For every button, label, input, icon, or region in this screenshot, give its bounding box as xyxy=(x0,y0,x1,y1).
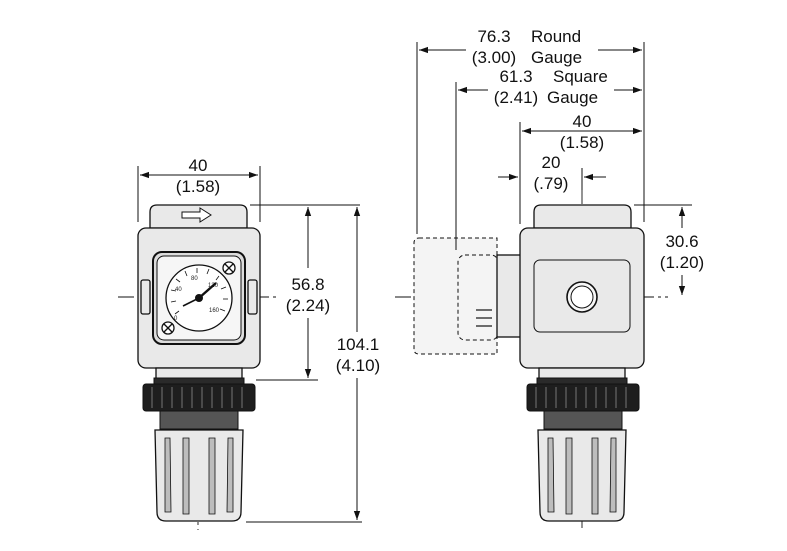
square-gauge-label-1: Square xyxy=(553,67,608,86)
side-width-in: (1.58) xyxy=(560,133,604,152)
front-stem xyxy=(159,410,239,430)
round-gauge-mm: 76.3 xyxy=(477,27,510,46)
screw-icon xyxy=(161,321,175,335)
side-body-recess xyxy=(533,259,631,333)
gauge-scale-160: 160 xyxy=(209,308,220,314)
gauge-scale-80: 80 xyxy=(191,276,198,282)
flow-arrow-icon xyxy=(181,207,212,223)
front-right-port-boss xyxy=(247,279,258,315)
side-top-cap xyxy=(533,204,632,229)
side-lock-nut xyxy=(526,383,640,412)
front-left-port-boss xyxy=(140,279,151,315)
front-adjusting-knob xyxy=(154,429,244,522)
front-width-in: (1.58) xyxy=(176,177,220,196)
side-width-mm: 40 xyxy=(573,112,592,131)
screw-icon xyxy=(222,261,236,275)
port-offset-mm: 20 xyxy=(542,153,561,172)
square-gauge-in: (2.41) xyxy=(494,88,538,107)
front-lock-nut xyxy=(142,383,256,412)
port-offset-in: (.79) xyxy=(534,174,569,193)
round-gauge-in: (3.00) xyxy=(472,48,516,67)
side-stem xyxy=(543,410,623,430)
square-gauge-outline xyxy=(457,254,499,341)
gauge-center-height-in: (2.24) xyxy=(286,296,330,315)
gauge-scale-0: 0 xyxy=(174,316,178,322)
side-gauge-stem xyxy=(496,254,522,338)
front-view: 0 40 80 120 160 xyxy=(118,156,380,530)
overall-height-mm: 104.1 xyxy=(337,335,380,354)
round-gauge-label-1: Round xyxy=(531,27,581,46)
pressure-gauge-icon: 0 40 80 120 160 xyxy=(165,264,233,332)
overall-height-in: (4.10) xyxy=(336,356,380,375)
square-gauge-mm: 61.3 xyxy=(499,67,532,86)
port-height-in: (1.20) xyxy=(660,253,704,272)
gauge-center-height-mm: 56.8 xyxy=(291,275,324,294)
port-height-mm: 30.6 xyxy=(665,232,698,251)
gauge-scale-40: 40 xyxy=(175,287,182,293)
side-view: 76.3 (3.00) Round Gauge 61.3 (2.41) Squa… xyxy=(395,27,704,530)
round-gauge-label-2: Gauge xyxy=(531,48,582,67)
side-adjusting-knob xyxy=(537,429,627,522)
square-gauge-label-2: Gauge xyxy=(547,88,598,107)
front-width-mm: 40 xyxy=(189,156,208,175)
